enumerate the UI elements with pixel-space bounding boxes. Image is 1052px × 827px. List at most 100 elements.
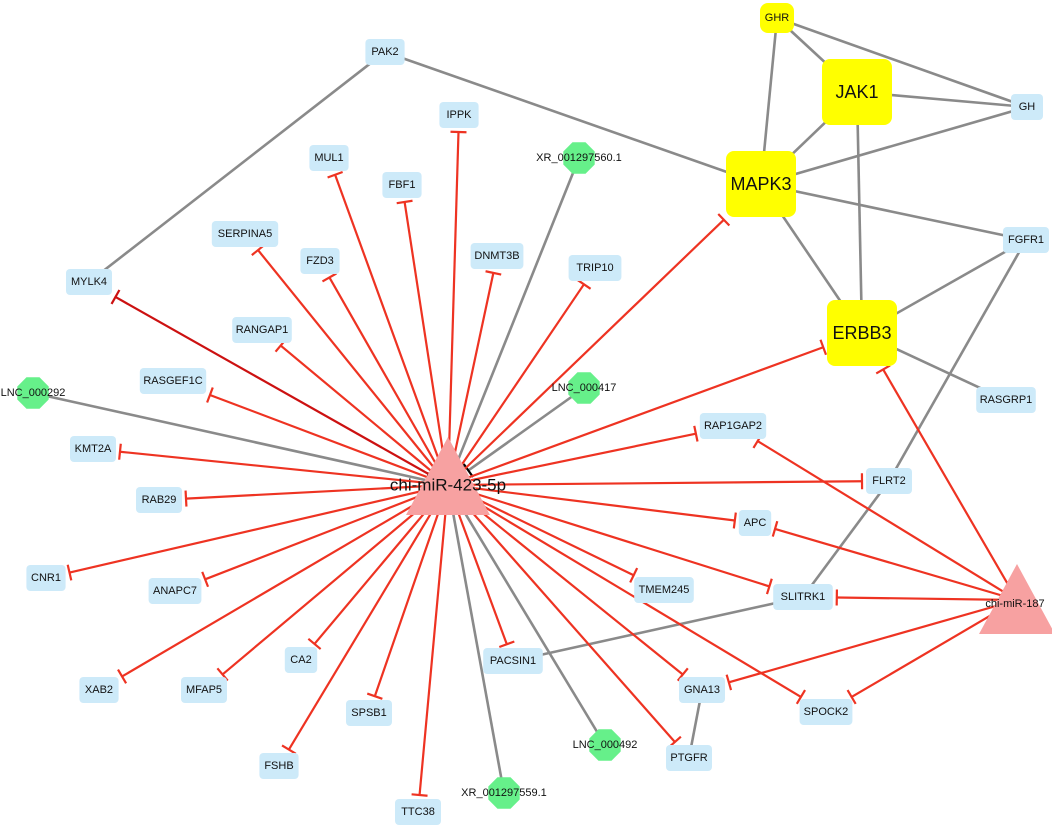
lncrna-octagon xyxy=(488,777,520,809)
node-chi-mir-423-5p[interactable]: chi-miR-423-5p xyxy=(390,437,506,515)
node-tmem245[interactable]: TMEM245 xyxy=(634,577,694,603)
inhibition-tee xyxy=(732,512,737,529)
node-label: LNC_000417 xyxy=(552,382,617,394)
node-label: FZD3 xyxy=(306,255,334,267)
edge-mir423-to-kmt2a xyxy=(118,443,449,487)
binding-mark xyxy=(462,463,474,478)
edge-mir187-to-apc xyxy=(771,520,1018,602)
edge-mir423-to-fbf1 xyxy=(396,199,450,486)
inhibition-edge xyxy=(446,272,495,486)
edge-mir423-to-mapk3 xyxy=(447,213,731,486)
edge-mir423-to-ptgfr xyxy=(447,484,682,749)
node-trip10[interactable]: TRIP10 xyxy=(568,255,622,281)
node-cnr1[interactable]: CNR1 xyxy=(26,565,66,591)
target-node-box xyxy=(382,172,422,198)
node-fbf1[interactable]: FBF1 xyxy=(382,172,422,198)
edge-mir423-to-spock2 xyxy=(447,484,806,705)
inhibition-tee xyxy=(875,364,891,375)
target-node-box xyxy=(634,577,694,603)
node-pacsin1[interactable]: PACSIN1 xyxy=(483,648,543,674)
hub-node-box xyxy=(827,300,897,366)
inhibition-edge xyxy=(447,483,770,588)
target-node-box xyxy=(259,753,299,779)
mirna-triangle xyxy=(979,564,1052,634)
target-node-box xyxy=(346,700,392,726)
edge-mapk3-to-fgfr1 xyxy=(760,182,1027,242)
node-erbb3[interactable]: ERBB3 xyxy=(827,300,897,366)
node-rab29[interactable]: RAB29 xyxy=(136,487,182,513)
target-node-box xyxy=(1011,94,1043,120)
node-dnmt3b[interactable]: DNMT3B xyxy=(470,243,524,269)
node-mapk3[interactable]: MAPK3 xyxy=(726,151,796,217)
node-serpina5[interactable]: SERPINA5 xyxy=(211,221,279,247)
node-label: RAP1GAP2 xyxy=(704,420,762,432)
node-rasgef1c[interactable]: RASGEF1C xyxy=(139,368,207,394)
node-label: RANGAP1 xyxy=(236,324,289,336)
node-anapc7[interactable]: ANAPC7 xyxy=(148,578,202,604)
inhibition-tee xyxy=(201,571,210,588)
node-pak2[interactable]: PAK2 xyxy=(365,39,405,65)
node-label: TMEM245 xyxy=(639,584,690,596)
node-slitrk1[interactable]: SLITRK1 xyxy=(773,584,833,610)
node-spsb1[interactable]: SPSB1 xyxy=(346,700,392,726)
node-mfap5[interactable]: MFAP5 xyxy=(181,677,227,703)
node-label: FBF1 xyxy=(389,179,416,191)
node-ca2[interactable]: CA2 xyxy=(284,647,318,673)
node-label: PTGFR xyxy=(670,752,707,764)
edge-mir423-to-mul1 xyxy=(327,170,450,486)
node-gh[interactable]: GH xyxy=(1011,94,1043,120)
lncrna-octagon xyxy=(563,142,595,174)
node-ptgfr[interactable]: PTGFR xyxy=(666,745,712,771)
edge-mir187-to-slitrk1 xyxy=(835,589,1018,606)
inhibition-tee xyxy=(396,199,413,205)
node-ghr[interactable]: GHR xyxy=(760,3,794,33)
node-spock2[interactable]: SPOCK2 xyxy=(799,699,853,725)
node-xab2[interactable]: XAB2 xyxy=(79,677,119,703)
node-label: JAK1 xyxy=(835,82,878,102)
inhibition-tee xyxy=(795,689,806,705)
node-fzd3[interactable]: FZD3 xyxy=(300,248,340,274)
node-xr-001297560-1[interactable]: XR_001297560.1 xyxy=(536,142,622,174)
inhibition-tee xyxy=(771,520,779,537)
node-label: GH xyxy=(1019,101,1036,113)
node-fshb[interactable]: FSHB xyxy=(259,753,299,779)
lncrna-octagon xyxy=(589,729,621,761)
node-fgfr1[interactable]: FGFR1 xyxy=(1003,227,1049,253)
inhibition-tee xyxy=(725,674,733,691)
edge-mir187-to-gna13 xyxy=(725,598,1018,691)
interaction-edge xyxy=(776,16,1028,109)
node-ttc38[interactable]: TTC38 xyxy=(395,799,441,825)
lncrna-octagon xyxy=(17,377,49,409)
node-gna13[interactable]: GNA13 xyxy=(679,677,725,703)
node-rasgrp1[interactable]: RASGRP1 xyxy=(976,387,1036,413)
node-jak1[interactable]: JAK1 xyxy=(822,59,892,125)
inhibition-tee xyxy=(485,270,502,276)
node-flrt2[interactable]: FLRT2 xyxy=(866,468,912,494)
target-node-box xyxy=(1003,227,1049,253)
node-ippk[interactable]: IPPK xyxy=(439,102,479,128)
node-label: GHR xyxy=(765,12,790,24)
target-node-box xyxy=(365,39,405,65)
inhibition-edge xyxy=(447,218,725,486)
interaction-edge xyxy=(801,480,891,598)
inhibition-edge xyxy=(447,480,863,487)
node-rangap1[interactable]: RANGAP1 xyxy=(232,317,292,343)
node-rap1gap2[interactable]: RAP1GAP2 xyxy=(699,413,767,439)
edge-lnc-000417-to-mir423 xyxy=(462,386,585,478)
node-mylk4[interactable]: MYLK4 xyxy=(66,269,112,295)
inhibition-edge xyxy=(185,483,449,500)
target-node-box xyxy=(211,221,279,247)
node-kmt2a[interactable]: KMT2A xyxy=(70,436,116,462)
node-xr-001297559-1[interactable]: XR_001297559.1 xyxy=(461,777,547,809)
node-label: SPOCK2 xyxy=(804,706,849,718)
node-mul1[interactable]: MUL1 xyxy=(309,145,349,171)
edge-mir423-to-apc xyxy=(447,483,737,529)
node-apc[interactable]: APC xyxy=(738,510,772,536)
node-lnc-000492[interactable]: LNC_000492 xyxy=(573,729,638,761)
node-label: RASGEF1C xyxy=(143,375,202,387)
node-lnc-000292[interactable]: LNC_000292 xyxy=(1,377,66,409)
node-chi-mir-187[interactable]: chi-miR-187 xyxy=(979,564,1052,634)
inhibition-edge xyxy=(204,483,449,581)
node-lnc-000417[interactable]: LNC_000417 xyxy=(552,372,617,404)
target-node-box xyxy=(232,317,292,343)
